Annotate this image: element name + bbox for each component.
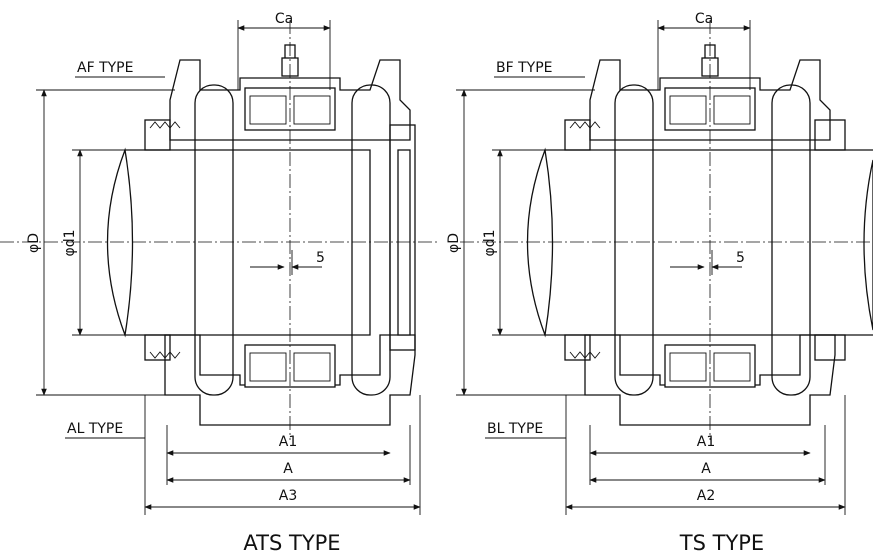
ats-drawing: Ca AF TYPE φD φd1 5 AL TYPE A1 A bbox=[0, 11, 440, 555]
ats-a-label: A bbox=[283, 461, 293, 477]
ts-drawing: Ca BF TYPE φD φd1 5 BL TYPE A1 A bbox=[446, 11, 873, 555]
ts-caption: TS TYPE bbox=[679, 531, 764, 555]
ats-a3-label: A3 bbox=[279, 488, 297, 504]
ts-phi-d-label: φD bbox=[446, 233, 462, 253]
ats-a1-label: A1 bbox=[279, 434, 297, 450]
ts-phi-d1-label: φd1 bbox=[482, 229, 498, 256]
ats-al-type-label: AL TYPE bbox=[67, 421, 123, 437]
ts-ca-label: Ca bbox=[695, 11, 713, 27]
ts-bl-type-label: BL TYPE bbox=[487, 421, 543, 437]
ats-af-type-label: AF TYPE bbox=[77, 60, 133, 76]
ats-phi-d-label: φD bbox=[26, 233, 42, 253]
ats-gap-label: 5 bbox=[316, 250, 325, 266]
ts-bf-type-label: BF TYPE bbox=[496, 60, 553, 76]
ts-gap-label: 5 bbox=[736, 250, 745, 266]
ats-caption: ATS TYPE bbox=[243, 531, 340, 555]
ts-a2-label: A2 bbox=[697, 488, 715, 504]
ts-a-label: A bbox=[701, 461, 711, 477]
ts-a1-label: A1 bbox=[697, 434, 715, 450]
ats-ca-label: Ca bbox=[275, 11, 293, 27]
ats-phi-d1-label: φd1 bbox=[62, 229, 78, 256]
